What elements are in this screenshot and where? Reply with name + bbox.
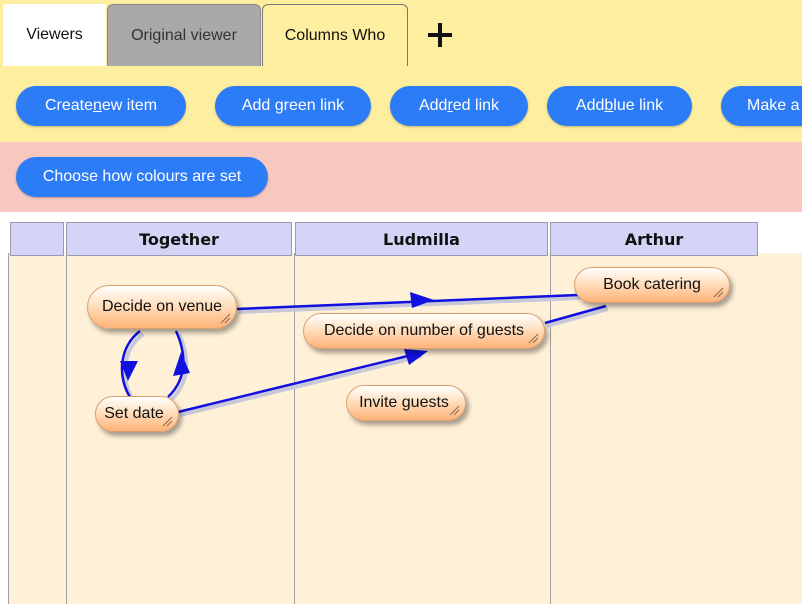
node-label: Invite guests: [359, 394, 449, 411]
resize-grip-icon[interactable]: [219, 312, 231, 324]
add-tab-button[interactable]: [418, 4, 462, 66]
columns-grid: Together Ludmilla Arthur: [0, 213, 802, 604]
label-part: ew item: [101, 97, 158, 114]
resize-grip-icon[interactable]: [448, 404, 460, 416]
link-catering-to-guests[interactable]: [544, 304, 609, 328]
node-invite-guests[interactable]: Invite guests: [346, 385, 466, 421]
plus-icon: [428, 23, 452, 47]
shortcut-key: n: [93, 97, 102, 114]
label-part: lue link: [613, 97, 664, 114]
shortcut-key: b: [604, 97, 614, 114]
link-venue-to-date[interactable]: [120, 330, 145, 402]
label-part: ed link: [452, 97, 500, 114]
label-part: Add: [575, 97, 605, 114]
column-header-ludmilla: Ludmilla: [295, 222, 548, 256]
label-part: Add: [418, 97, 448, 114]
tab-original-viewer[interactable]: Original viewer: [107, 4, 261, 66]
tab-bar: Viewers Original viewer Columns Who: [0, 0, 802, 66]
label-part: Create: [44, 97, 93, 114]
node-label: Book catering: [603, 276, 701, 293]
choose-colours-button[interactable]: Choose how colours are set: [16, 157, 268, 197]
link-date-to-guests[interactable]: [177, 349, 428, 417]
tab-columns-who[interactable]: Columns Who: [262, 4, 408, 66]
column-divider: [8, 253, 9, 604]
column-header-arthur: Arthur: [550, 222, 758, 256]
links-layer: [120, 292, 609, 417]
link-venue-to-catering[interactable]: [236, 292, 581, 314]
column-divider: [66, 253, 67, 604]
column-header-blank: [10, 222, 64, 256]
resize-grip-icon[interactable]: [712, 286, 724, 298]
make-a-button[interactable]: Make a: [721, 86, 802, 126]
link-date-to-venue[interactable]: [167, 330, 190, 402]
node-set-date[interactable]: Set date: [95, 396, 179, 432]
resize-grip-icon[interactable]: [161, 415, 173, 427]
column-divider: [294, 253, 295, 604]
colour-toolbar: Choose how colours are set: [0, 142, 802, 212]
node-decide-on-venue[interactable]: Decide on venue: [87, 285, 237, 329]
tab-viewers[interactable]: Viewers: [3, 4, 106, 66]
node-book-catering[interactable]: Book catering: [574, 267, 730, 303]
node-label: Decide on number of guests: [323, 322, 525, 339]
column-header-together: Together: [66, 222, 292, 256]
column-divider: [550, 253, 551, 604]
node-decide-on-number-of-guests[interactable]: Decide on number of guests: [303, 313, 545, 349]
node-label: Set date: [104, 405, 164, 422]
node-label: Decide on venue: [101, 298, 223, 315]
add-green-link-button[interactable]: Add green link: [215, 86, 371, 126]
shortcut-key: r: [447, 97, 453, 114]
resize-grip-icon[interactable]: [527, 332, 539, 344]
